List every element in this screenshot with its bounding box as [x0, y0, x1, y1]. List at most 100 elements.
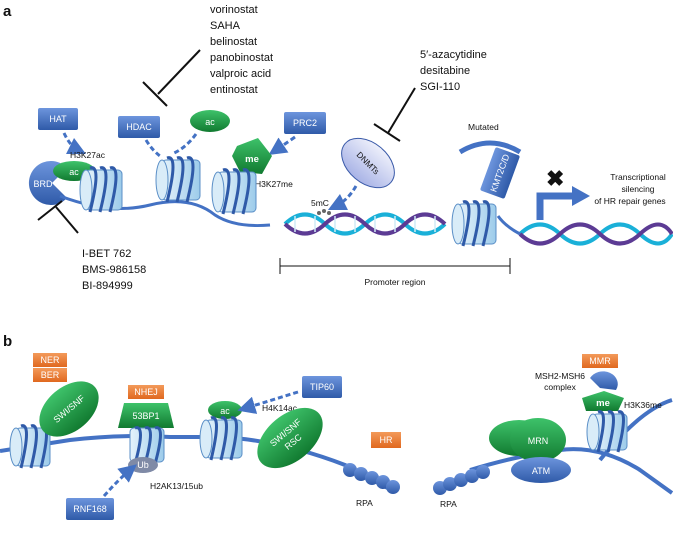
- transcription-arrow: [536, 192, 575, 220]
- msh-label-2: complex: [544, 382, 576, 392]
- ber-badge: [33, 368, 67, 382]
- swisnf-rsc-complex: [257, 407, 323, 469]
- hdac-arrow-1: [144, 139, 161, 158]
- tip60-box: [302, 376, 342, 398]
- dna-helix-gene: [518, 222, 673, 246]
- rpa-beads-2: [433, 465, 490, 495]
- nhej-badge: [128, 385, 164, 399]
- panel-a-label: a: [3, 3, 12, 20]
- rnf168-arrow: [102, 464, 137, 497]
- rpa-label-2: RPA: [440, 499, 457, 509]
- me-label-a: me: [245, 154, 259, 165]
- drug-belinostat: belinostat: [210, 36, 257, 48]
- h2ak-label: H2AK13/15ub: [150, 481, 203, 491]
- drug-vorinostat: vorinostat: [210, 4, 258, 16]
- hat-label: HAT: [49, 114, 67, 124]
- nhej-label: NHEJ: [134, 387, 158, 397]
- mutated-cap: [458, 140, 522, 155]
- ac-label-b: ac: [220, 406, 230, 416]
- bet-inhibitor-list: I-BET 762 BMS-986158 BI-894999: [82, 248, 146, 292]
- 53bp1-label: 53BP1: [132, 411, 159, 421]
- prc2-box: [284, 112, 326, 134]
- hdac-label: HDAC: [126, 122, 152, 132]
- promoter-bracket: [279, 258, 511, 274]
- nucleosome-b1: [9, 424, 51, 469]
- silencing-line-3: of HR repair genes: [594, 196, 665, 206]
- drug-entinostat: entinostat: [210, 84, 258, 96]
- ber-label: BER: [41, 370, 60, 380]
- ac-label-1: ac: [69, 167, 79, 177]
- mrn-complex: [510, 418, 566, 462]
- methyl-mark-b: [582, 391, 624, 411]
- kmt2cd-box: [480, 147, 520, 199]
- nucleosome-a1: [79, 166, 123, 213]
- chromatin-fiber-b-right: [469, 447, 673, 495]
- ub-label: Ub: [137, 460, 149, 470]
- tip60-label: TIP60: [310, 382, 334, 392]
- nucleosome-a3: [211, 168, 257, 215]
- bet-inhibition-bar: [37, 200, 79, 234]
- 5mc-label: 5mC: [311, 198, 329, 208]
- me-label-b: me: [596, 398, 610, 409]
- nucleosome-a4: [451, 200, 497, 247]
- drug-valproic-acid: valproic acid: [210, 68, 271, 80]
- nucleosome-b4: [586, 410, 628, 453]
- drug-bms986158: BMS-986158: [82, 264, 146, 276]
- brd-label: BRD: [33, 179, 53, 189]
- hat-box: [38, 108, 78, 130]
- transcription-arrow-head: [572, 186, 590, 206]
- atm-protein: [511, 457, 571, 483]
- h3k27ac-label: H3K27ac: [70, 150, 106, 160]
- methyl-dots: [317, 209, 331, 215]
- nucleosome-a2: [155, 156, 201, 203]
- rnf168-box: [66, 498, 114, 520]
- rnf168-label: RNF168: [73, 504, 107, 514]
- msh-label-1: MSH2-MSH6: [535, 371, 585, 381]
- atm-label: ATM: [532, 466, 550, 476]
- ner-label: NER: [40, 355, 60, 365]
- h3k36me-label: H3K36me: [624, 400, 662, 410]
- 53bp1-protein: [118, 403, 174, 428]
- panel-b-label: b: [3, 333, 12, 350]
- prc2-arrow: [268, 135, 296, 155]
- h4k14ac-label: H4K14ac: [262, 403, 298, 413]
- hdac-arrow-2: [171, 133, 198, 156]
- silencing-line-2: silencing: [621, 184, 654, 194]
- swisnf-complex-1: [39, 381, 99, 437]
- dnmt-inhibition-bar: [373, 87, 416, 142]
- dna-rungs: [294, 216, 436, 232]
- ac-label-2: ac: [205, 117, 215, 127]
- drug-bi894999: BI-894999: [82, 280, 133, 292]
- dnmt-inhibitor-list: 5′-azacytidine desitabine SGI-110: [420, 49, 487, 93]
- silencing-line-1: Transcriptional: [610, 172, 666, 182]
- dnmt-arrow: [327, 185, 358, 211]
- drug-ibet762: I-BET 762: [82, 248, 131, 260]
- drug-saha: SAHA: [210, 20, 241, 32]
- methyl-mark-a: [232, 138, 272, 174]
- tip60-arrow: [237, 390, 299, 414]
- hr-badge: [371, 432, 401, 448]
- msh-complex: [590, 371, 618, 390]
- hdac-box: [118, 116, 160, 138]
- mmr-label: MMR: [589, 356, 611, 366]
- drug-azacytidine: 5′-azacytidine: [420, 49, 487, 61]
- mmr-badge: [582, 354, 618, 368]
- rpa-beads-1: [343, 463, 400, 494]
- dnmts-enzyme: [341, 137, 395, 189]
- ner-badge: [33, 353, 67, 367]
- drug-sgi-110: SGI-110: [420, 81, 460, 93]
- prc2-label: PRC2: [293, 118, 317, 128]
- block-x-icon: ✖: [546, 166, 564, 191]
- hat-arrow: [62, 132, 87, 155]
- dna-helix-promoter: [283, 212, 447, 236]
- acetyl-mark-free: [190, 110, 230, 132]
- rpa-label-1: RPA: [356, 498, 373, 508]
- dna-connector: [496, 215, 521, 236]
- hdac-inhibitor-list: vorinostat SAHA belinostat panobinostat …: [210, 4, 273, 96]
- hr-label: HR: [380, 435, 393, 445]
- drug-panobinostat: panobinostat: [210, 52, 273, 64]
- mrn-label: MRN: [528, 436, 549, 446]
- nucleosome-b3: [199, 416, 243, 461]
- drug-desitabine: desitabine: [420, 65, 470, 77]
